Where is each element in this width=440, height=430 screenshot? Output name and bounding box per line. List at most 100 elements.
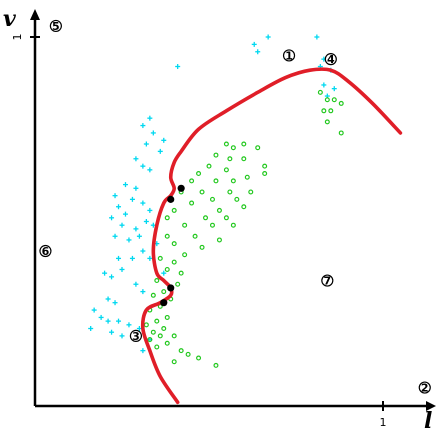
green-circle-point xyxy=(196,171,202,177)
green-circle-point xyxy=(171,259,177,265)
green-circle-point xyxy=(171,241,177,247)
cyan-plus-point xyxy=(105,318,111,324)
cyan-plus-point xyxy=(91,307,97,313)
cyan-plus-point xyxy=(140,200,146,206)
green-circle-point xyxy=(164,340,170,346)
cyan-plus-point xyxy=(126,237,132,243)
cyan-plus-point xyxy=(109,274,115,280)
green-circle-point xyxy=(147,337,153,343)
cyan-plus-point xyxy=(147,115,153,121)
green-circle-point xyxy=(255,145,261,151)
cyan-plus-point xyxy=(116,204,122,210)
green-circle-point xyxy=(175,281,181,287)
cyan-plus-point xyxy=(129,196,135,202)
green-circle-point xyxy=(213,178,219,184)
cyan-plus-point xyxy=(112,300,118,306)
decision-boundary-curve xyxy=(140,67,403,405)
cyan-plus-point xyxy=(255,49,261,55)
cyan-plus-point xyxy=(109,215,115,221)
cyan-plus-point xyxy=(98,314,104,320)
green-circle-point xyxy=(213,362,219,368)
green-circle-point xyxy=(178,348,184,354)
x-axis-label: l xyxy=(424,408,432,430)
green-circle-point xyxy=(189,200,195,206)
cyan-plus-point xyxy=(109,329,115,335)
green-circle-point xyxy=(196,355,202,361)
green-circle-point xyxy=(241,204,247,210)
curve-layer xyxy=(140,67,403,405)
green-circle-point xyxy=(230,145,236,151)
green-circle-point xyxy=(157,333,163,339)
region-label-circle xyxy=(129,329,143,342)
green-circle-point xyxy=(182,252,188,258)
green-circle-point xyxy=(209,196,215,202)
green-circle-point xyxy=(317,89,323,95)
cyan-plus-point xyxy=(140,248,146,254)
cyan-plus-point xyxy=(116,318,122,324)
region-label-text: 1 xyxy=(285,49,293,62)
green-circle-point xyxy=(216,237,222,243)
black-boundary-point xyxy=(167,195,175,203)
cyan-plus-point xyxy=(126,322,132,328)
green-circle-point xyxy=(338,130,344,136)
region-label: 1 xyxy=(282,49,296,62)
cyan-plus-point xyxy=(129,255,135,261)
green-circle-point xyxy=(244,174,250,180)
cyan-plus-point xyxy=(140,123,146,129)
cyan-plus-point xyxy=(133,281,139,287)
green-circle-point xyxy=(321,108,327,114)
cyan-plus-point xyxy=(133,226,139,232)
green-circle-point xyxy=(164,314,170,320)
cyan-plus-point xyxy=(122,211,128,217)
green-circle-point xyxy=(248,189,254,195)
black-boundary-point xyxy=(167,284,175,292)
cyan-plus-point xyxy=(88,326,94,332)
green-circle-point xyxy=(209,222,215,228)
region-label-circle xyxy=(49,19,62,33)
region-label: 6 xyxy=(39,244,52,258)
points-layer xyxy=(88,34,344,368)
green-circle-point xyxy=(216,207,222,213)
y-axis-arrow xyxy=(30,9,40,20)
green-circle-point xyxy=(328,108,334,114)
region-label-text: 3 xyxy=(132,330,140,343)
cyan-plus-point xyxy=(147,255,153,261)
cyan-plus-point xyxy=(119,266,125,272)
region-label: 3 xyxy=(129,329,143,343)
axes-layer: 1 1 l v xyxy=(3,6,436,430)
green-circle-point xyxy=(324,97,330,103)
cyan-plus-point xyxy=(331,86,337,92)
region-label: 4 xyxy=(324,53,337,66)
green-circle-point xyxy=(203,215,209,221)
y-axis-label: v xyxy=(3,6,16,32)
green-circle-point xyxy=(154,344,160,350)
green-circle-point xyxy=(171,207,177,213)
green-circle-point xyxy=(262,171,268,177)
region-label-circle xyxy=(39,244,52,258)
green-circle-point xyxy=(171,359,177,365)
green-circle-point xyxy=(223,215,229,221)
green-circle-point xyxy=(192,233,198,239)
cyan-plus-point xyxy=(140,289,146,295)
region-label-text: 6 xyxy=(42,245,50,258)
green-circle-point xyxy=(241,156,247,162)
region-label-circle xyxy=(321,274,334,287)
green-circle-point xyxy=(199,189,205,195)
green-circle-point xyxy=(157,255,163,261)
region-label-circle xyxy=(282,49,296,62)
green-circle-point xyxy=(227,189,233,195)
green-circle-point xyxy=(182,222,188,228)
cyan-plus-point xyxy=(157,148,163,154)
green-circle-point xyxy=(154,318,160,324)
green-circle-point xyxy=(154,278,160,284)
green-circle-point xyxy=(164,266,170,272)
x-tick-label: 1 xyxy=(380,416,387,429)
green-circle-point xyxy=(164,215,170,221)
cyan-plus-point xyxy=(119,222,125,228)
cyan-plus-point xyxy=(321,82,327,88)
cyan-plus-point xyxy=(143,141,149,147)
cyan-plus-point xyxy=(251,41,257,47)
black-boundary-point xyxy=(160,299,168,307)
cyan-plus-point xyxy=(133,185,139,191)
